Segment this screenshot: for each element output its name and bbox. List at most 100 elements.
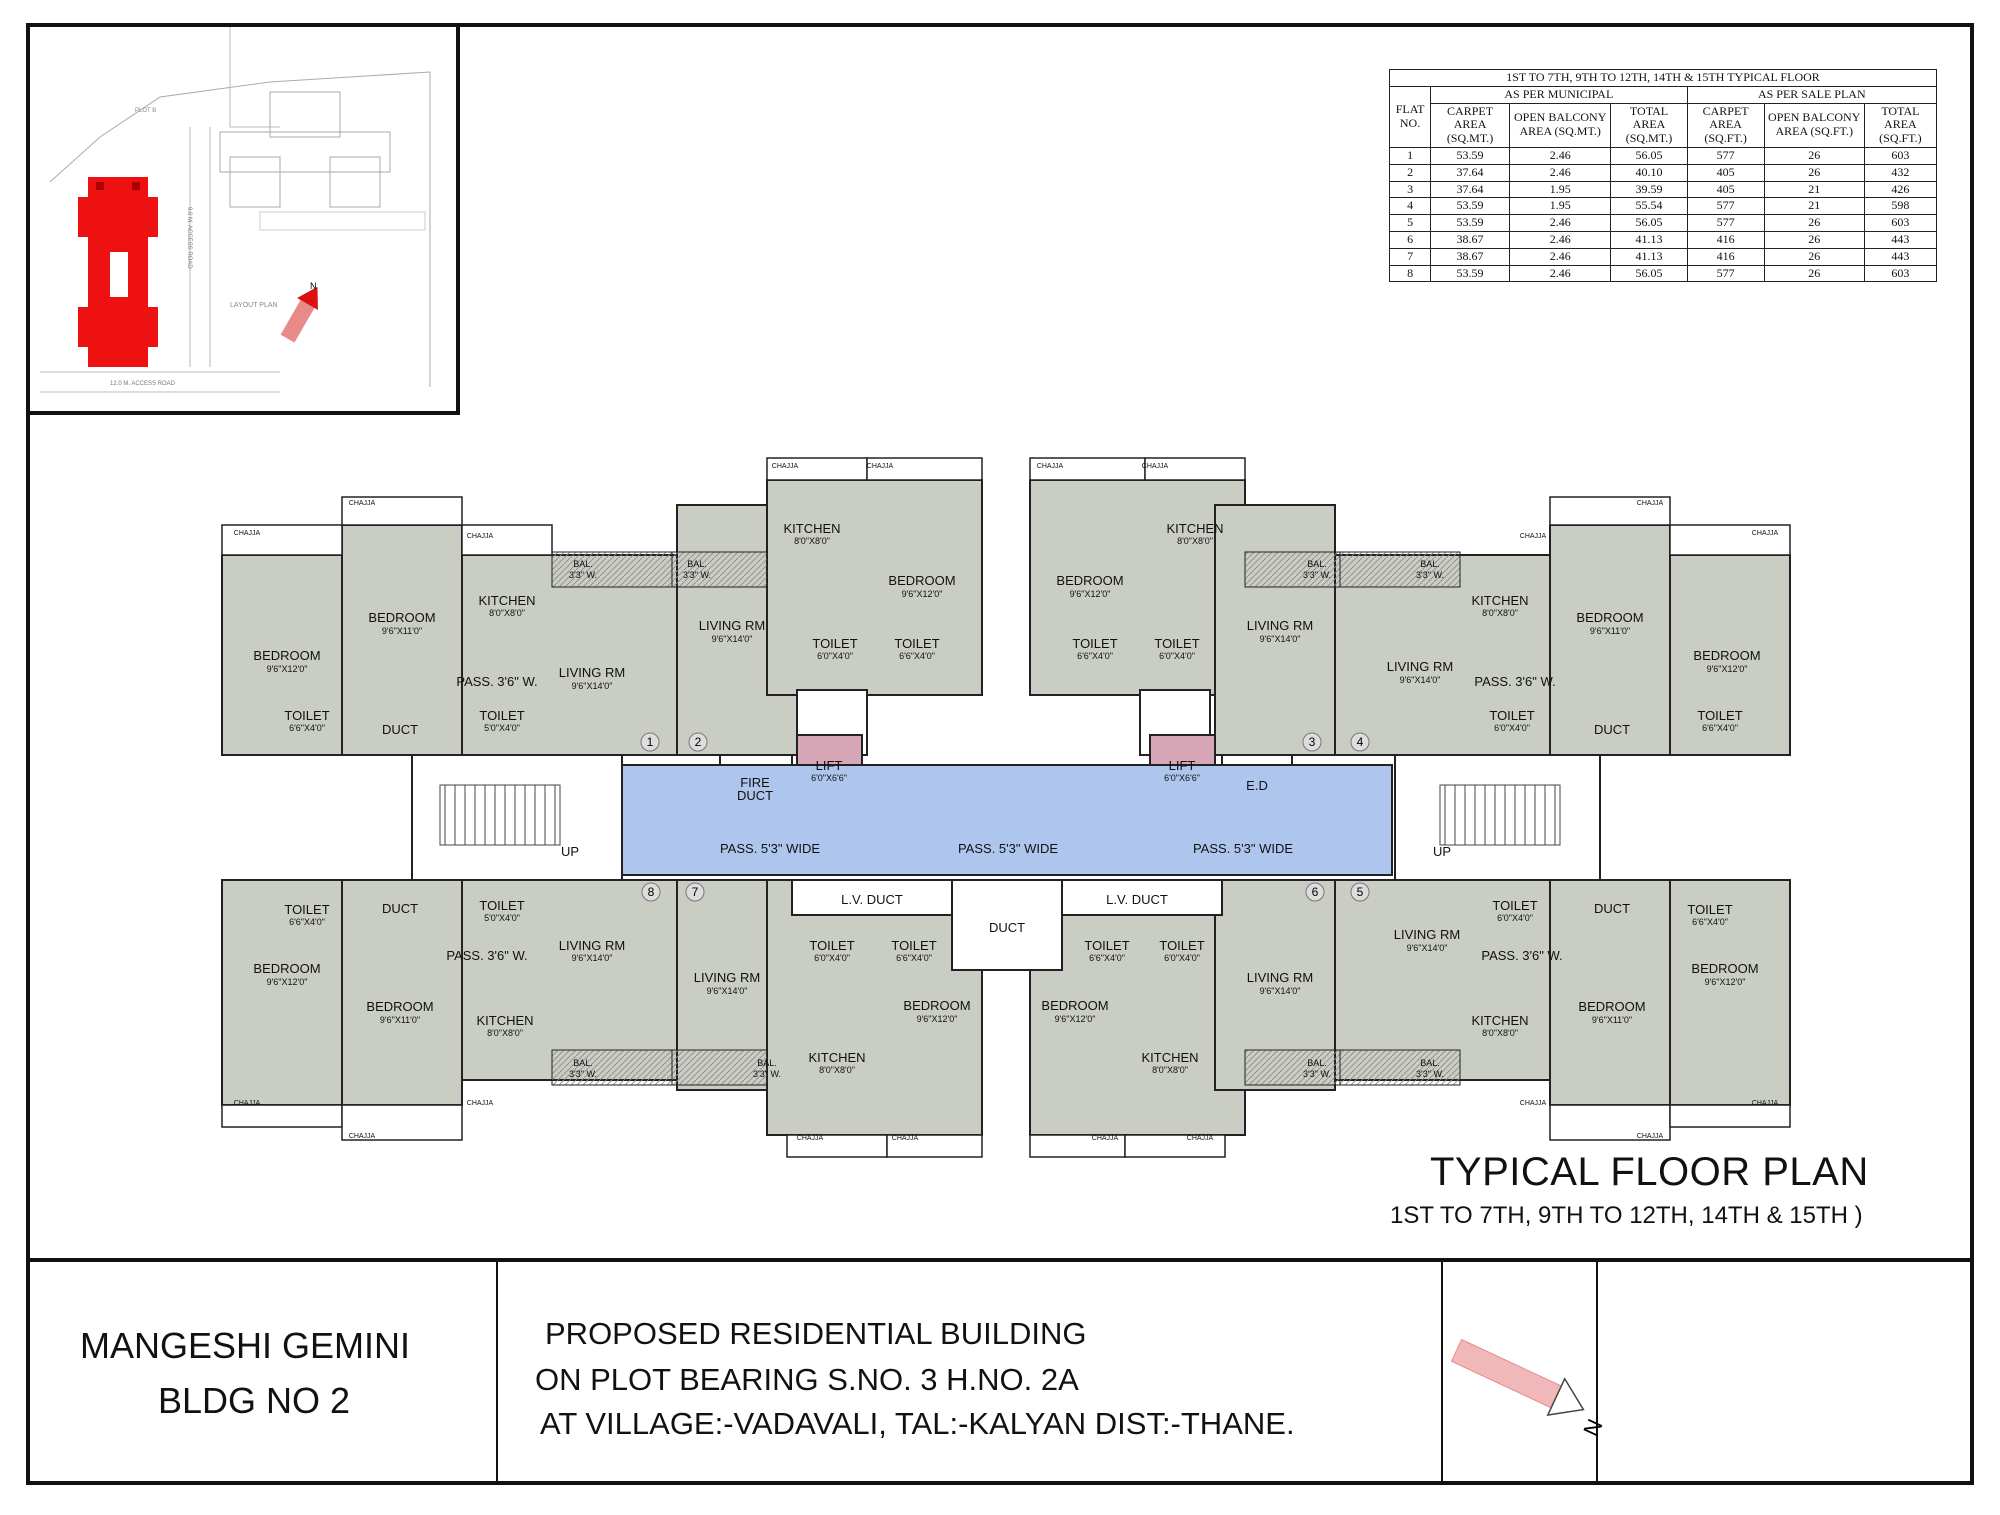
table-cell: 443 [1863,247,1938,266]
flat-marker-1: 1 [640,732,660,752]
table-cell: 56.05 [1610,214,1688,232]
svg-text:1: 1 [647,735,654,749]
chajja-label: CHAJJA [1520,533,1547,540]
living-dim: 9'6"X14'0" [707,986,748,996]
svg-text:8: 8 [648,885,655,899]
living-label: LIVING RM [559,938,625,953]
title-divider [1596,1262,1598,1485]
north-arrow-icon: N [1450,1338,1608,1440]
toilet-label: TOILET [1697,708,1742,723]
common-passage [621,764,1393,876]
living-dim: 9'6"X14'0" [572,681,613,691]
chajja-label: CHAJJA [1520,1100,1547,1107]
kitchen-label: KITCHEN [1471,1013,1528,1028]
toilet-dim: 6'0"X4'0" [817,651,853,661]
toilet-label: TOILET [1154,636,1199,651]
layout-plan-label: LAYOUT PLAN [230,302,278,309]
plot-b-label: PLOT B [135,108,156,114]
living-label: LIVING RM [1394,927,1460,942]
bedroom-dim: 9'6"X11'0" [382,626,422,636]
bedroom-dim: 9'6"X12'0" [1707,664,1748,674]
bedroom-label: BEDROOM [1691,961,1758,976]
project-description: PROPOSED RESIDENTIAL BUILDING [545,1316,1087,1351]
toilet-dim: 5'0"X4'0" [484,723,520,733]
kitchen-dim: 8'0"X8'0" [1152,1065,1188,1075]
north-label: N [1578,1415,1607,1440]
toilet-label: TOILET [1072,636,1117,651]
kitchen-label: KITCHEN [783,521,840,536]
bedroom-label: BEDROOM [1576,610,1643,625]
area-statement-table: 1ST TO 7TH, 9TH TO 12TH, 14TH & 15TH TYP… [1388,69,1938,283]
room-labels: BEDROOM 9'6"X12'0" BEDROOM 9'6"X11'0" KI… [234,463,1779,1142]
stair-up-label: UP [561,844,579,859]
chajja-label: CHAJJA [1637,500,1664,507]
table-cell: 603 [1863,214,1938,232]
table-cell: 3 [1388,180,1432,199]
chajja-label: CHAJJA [467,533,494,540]
balcony-label: BAL. [1307,559,1327,569]
table-cell: 56.05 [1610,264,1688,283]
duct-label: DUCT [382,901,418,916]
chajja-label: CHAJJA [349,500,376,507]
project-description: ON PLOT BEARING S.NO. 3 H.NO. 2A [535,1362,1079,1397]
toilet-dim: 6'6"X4'0" [1077,651,1113,661]
balcony-label: BAL. [1307,1058,1327,1068]
chajja-label: CHAJJA [234,530,261,537]
project-description: AT VILLAGE:-VADAVALI, TAL:-KALYAN DIST:-… [540,1406,1295,1441]
svg-text:6: 6 [1312,885,1319,899]
living-dim: 9'6"X14'0" [1400,675,1441,685]
chajja-label: CHAJJA [1752,530,1779,537]
bedroom-label: BEDROOM [1578,999,1645,1014]
fire-duct-label: FIRE [740,775,770,790]
core-blocks [411,689,1601,971]
chajja-strips [221,457,1791,1158]
bedroom-label: BEDROOM [888,573,955,588]
col-carpet-sqft: CARPET AREA (SQ.FT.) [1686,102,1765,148]
lv-duct-label: L.V. DUCT [1106,892,1168,907]
chajja-label: CHAJJA [892,1135,919,1142]
key-plan-north-arrow [280,286,318,343]
table-cell: 53.59 [1430,264,1510,283]
chajja-label: CHAJJA [867,463,894,470]
table-cell: 577 [1686,264,1765,283]
balcony-label: BAL. [573,559,593,569]
toilet-label: TOILET [1159,938,1204,953]
chajja-label: CHAJJA [467,1100,494,1107]
bedroom-label: BEDROOM [366,999,433,1014]
balcony-dim: 3'3" W. [683,570,711,580]
flat-marker-4: 4 [1350,732,1370,752]
balcony-dim: 3'3" W. [1416,1069,1444,1079]
table-cell: 38.67 [1430,247,1510,266]
bedroom-label: BEDROOM [253,961,320,976]
group-municipal: AS PER MUNICIPAL [1430,85,1688,104]
key-plan: 12.0 M. ACCESS ROAD 9.0 M. ACCESS ROAD P… [26,23,460,415]
kitchen-dim: 8'0"X8'0" [1177,536,1213,546]
chajja-label: CHAJJA [1637,1133,1664,1140]
living-label: LIVING RM [694,970,760,985]
col-balcony-sqmt: OPEN BALCONY AREA (SQ.MT.) [1508,102,1612,148]
toilet-dim: 6'6"X4'0" [899,651,935,661]
passage-label: PASS. 5'3" WIDE [1193,841,1293,856]
toilet-dim: 6'6"X4'0" [289,723,325,733]
chajja-label: CHAJJA [1142,463,1169,470]
passage-label: PASS. 5'3" WIDE [958,841,1058,856]
lv-duct-label: L.V. DUCT [841,892,903,907]
bedroom-dim: 9'6"X11'0" [1592,1015,1632,1025]
living-label: LIVING RM [699,618,765,633]
toilet-label: TOILET [891,938,936,953]
group-sale: AS PER SALE PLAN [1686,85,1938,104]
passage-label: PASS. 3'6" W. [446,948,527,963]
chajja-label: CHAJJA [1037,463,1064,470]
toilet-label: TOILET [1489,708,1534,723]
toilet-label: TOILET [894,636,939,651]
toilet-label: TOILET [1492,898,1537,913]
flat-marker-6: 6 [1305,882,1325,902]
kitchen-dim: 8'0"X8'0" [794,536,830,546]
key-plan-north-label: N [310,281,317,291]
kitchen-dim: 8'0"X8'0" [489,608,525,618]
road-label-12m: 12.0 M. ACCESS ROAD [110,381,176,387]
living-label: LIVING RM [1247,618,1313,633]
lift-dim: 6'0"X6'6" [1164,773,1200,783]
